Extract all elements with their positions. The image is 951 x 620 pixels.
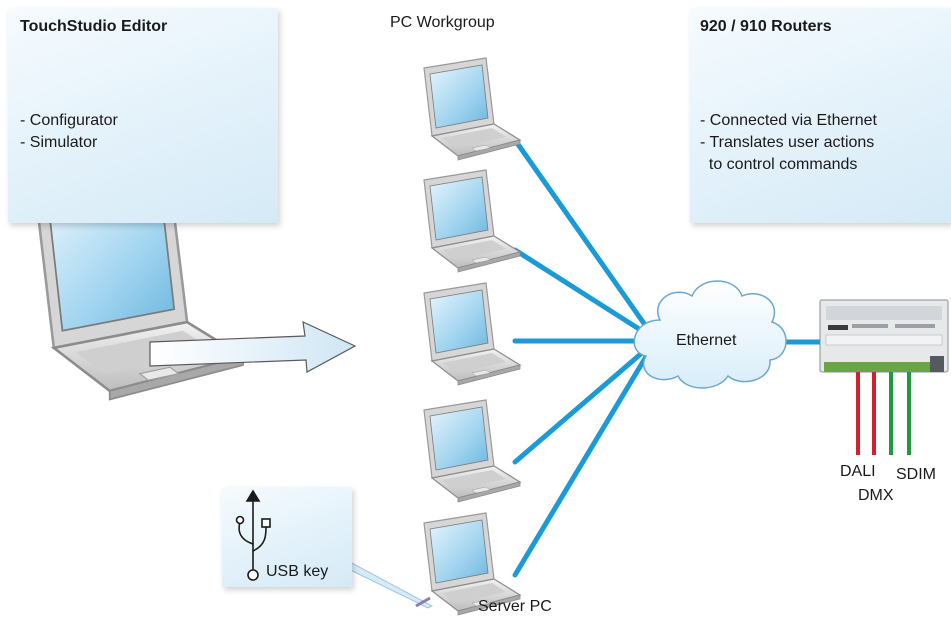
dali-label: DALI bbox=[840, 463, 876, 480]
editor-feature-simulator: - Simulator bbox=[20, 134, 98, 151]
workgroup-label: PC Workgroup bbox=[390, 14, 495, 31]
workgroup-laptop-2 bbox=[423, 169, 521, 273]
usb-icon bbox=[230, 489, 276, 594]
routers-feature-translate: - Translates user actions bbox=[700, 134, 875, 151]
editor-panel-title: TouchStudio Editor bbox=[20, 18, 168, 35]
usb-stick bbox=[415, 596, 431, 608]
routers-panel-title: 920 / 910 Routers bbox=[700, 18, 832, 35]
routers-panel: 920 / 910 Routers - Connected via Ethern… bbox=[690, 8, 951, 223]
editor-panel: TouchStudio Editor - Configurator - Simu… bbox=[8, 8, 278, 223]
dmx-label: DMX bbox=[858, 487, 894, 504]
ethernet-cloud bbox=[633, 280, 787, 389]
usb-callout: USB key bbox=[222, 487, 352, 587]
ethernet-label: Ethernet bbox=[676, 332, 737, 349]
workgroup-laptop-3 bbox=[423, 282, 521, 386]
sdim-label: SDIM bbox=[896, 466, 936, 483]
workgroup-laptop-1 bbox=[423, 57, 521, 161]
workgroup-laptop-4 bbox=[423, 399, 521, 503]
router-device bbox=[819, 299, 949, 373]
usb-key-label: USB key bbox=[266, 563, 329, 580]
server-pc-label: Server PC bbox=[478, 598, 552, 615]
routers-feature-commands: to control commands bbox=[700, 156, 858, 173]
arrow-to-workgroup bbox=[149, 320, 357, 373]
routers-feature-ethernet: - Connected via Ethernet bbox=[700, 112, 877, 129]
editor-feature-configurator: - Configurator bbox=[20, 112, 118, 129]
